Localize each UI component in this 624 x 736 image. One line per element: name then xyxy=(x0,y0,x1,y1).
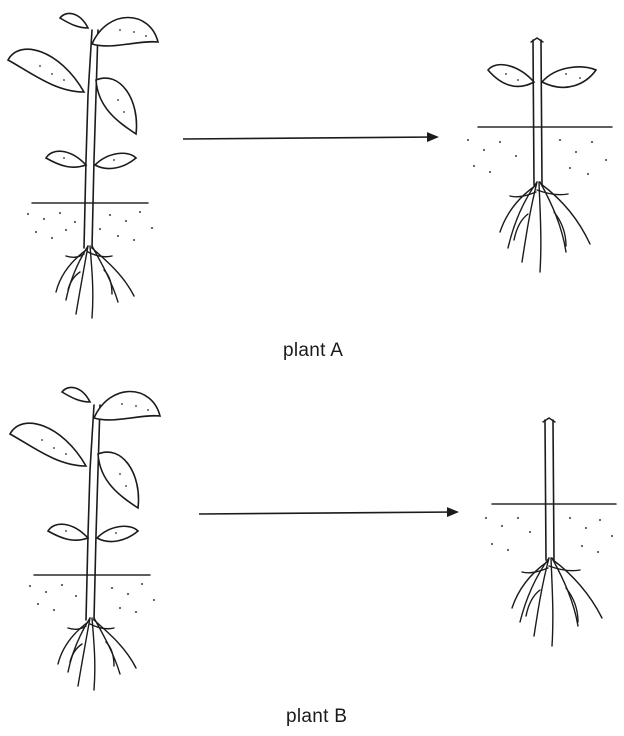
roots xyxy=(500,182,590,272)
soil-speckles xyxy=(467,139,607,175)
leaf xyxy=(94,392,160,420)
leaf xyxy=(46,151,86,167)
leaf-speckles xyxy=(39,29,147,161)
caption-plant-a: plant A xyxy=(283,340,343,362)
leaf xyxy=(488,65,534,87)
leaf xyxy=(97,526,138,541)
roots xyxy=(512,558,602,646)
caption-plant-b: plant B xyxy=(286,706,347,728)
leaf xyxy=(10,423,86,466)
stem-outline xyxy=(94,405,100,620)
stem xyxy=(545,420,546,560)
stem xyxy=(533,40,534,185)
stem-outline xyxy=(553,420,554,560)
plant-a-after xyxy=(467,38,612,272)
stem xyxy=(86,405,94,620)
plant-b-after xyxy=(485,418,616,646)
cut-tip xyxy=(543,418,555,422)
arrow-b xyxy=(199,512,457,514)
roots xyxy=(58,618,136,690)
leaf xyxy=(96,78,137,134)
leaf xyxy=(95,153,136,168)
roots xyxy=(56,246,134,318)
plant-b-before xyxy=(10,387,160,690)
leaf-speckles xyxy=(41,403,149,534)
stem xyxy=(84,30,92,248)
leaf xyxy=(62,387,90,402)
soil-speckles xyxy=(485,517,613,553)
plant-a-before xyxy=(8,13,158,318)
stem-outline xyxy=(541,40,542,185)
soil-speckles xyxy=(29,583,155,613)
leaf xyxy=(542,67,596,87)
leaf xyxy=(60,13,88,28)
leaf xyxy=(48,524,88,540)
cut-tip xyxy=(531,38,543,42)
leaf xyxy=(98,452,139,508)
leaf xyxy=(92,18,158,46)
leaf xyxy=(8,49,84,92)
soil-speckles xyxy=(27,211,153,241)
stem-outline xyxy=(92,30,98,248)
arrow-a xyxy=(183,137,437,139)
